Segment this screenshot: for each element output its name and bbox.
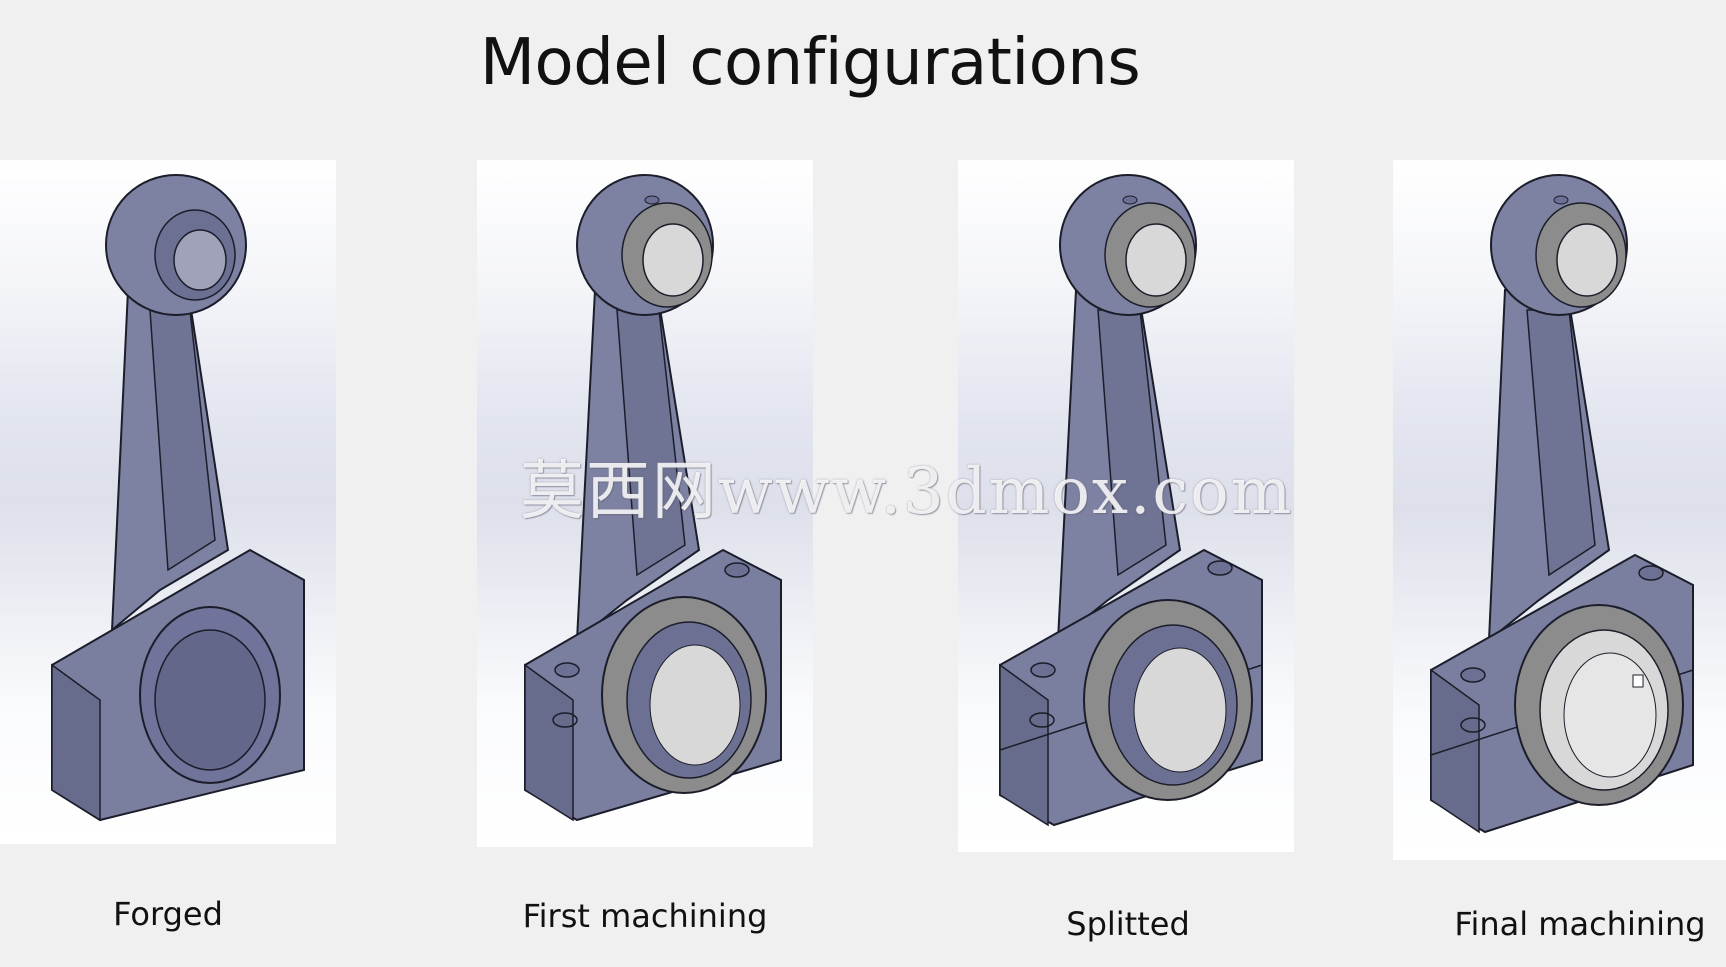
caption-forged: Forged [113, 895, 223, 933]
model-panel-forged [0, 160, 336, 844]
watermark-text: 莫西网www.3dmox.com [520, 455, 1294, 529]
connecting-rod-splitted-icon [999, 174, 1263, 827]
slide-title: Model configurations [479, 26, 1141, 100]
caption-splitted: Splitted [1066, 905, 1190, 943]
model-panel-splitted [958, 160, 1294, 852]
model-panel-first-machining [477, 160, 813, 847]
caption-first-machining: First machining [522, 897, 768, 935]
connecting-rod-forged-icon [51, 174, 305, 822]
model-panel-final-machining [1393, 160, 1726, 860]
connecting-rod-first-machining-icon [524, 174, 782, 822]
connecting-rod-final-machining-icon [1430, 174, 1694, 834]
caption-final-machining: Final machining [1454, 905, 1706, 943]
